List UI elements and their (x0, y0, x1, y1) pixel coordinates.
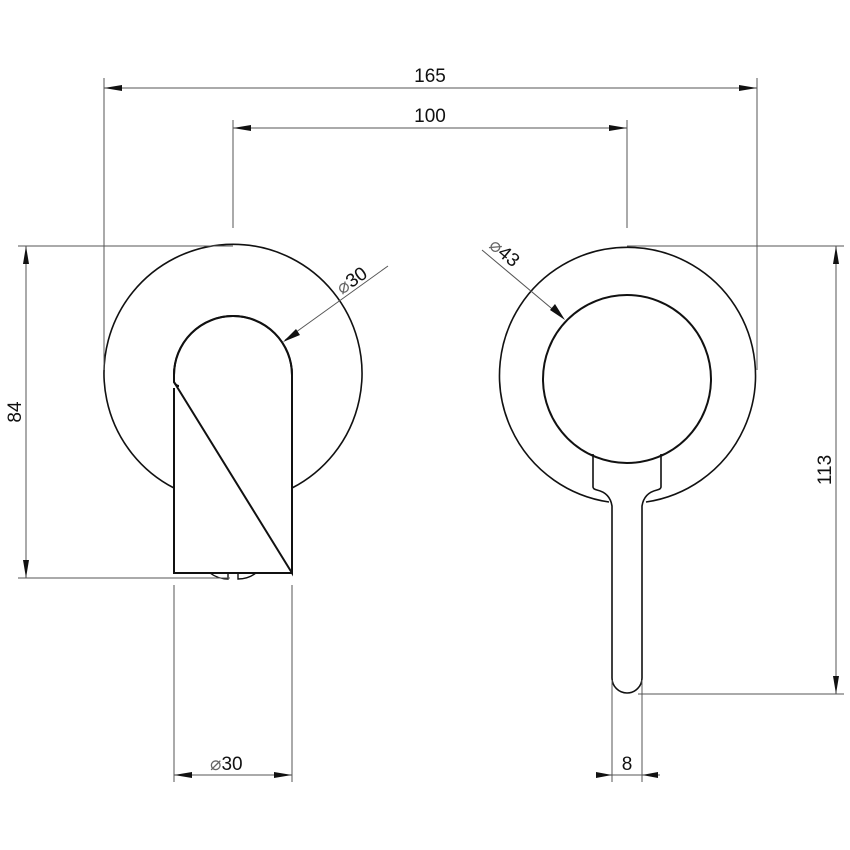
spout-body-outline (173, 315, 293, 574)
dimension-label-100: 100 (414, 106, 446, 127)
mixer-lever (592, 454, 662, 694)
dimension-label-diameter-43: ⌀43 (485, 235, 523, 272)
spout-wall-plate (103, 243, 363, 489)
dimension-mixer-overall-height: 113 (627, 245, 844, 695)
mixer-handle-hub (542, 294, 712, 464)
dimension-spout-plate-height: 84 (5, 245, 233, 579)
mixer-wall-plate (498, 246, 757, 503)
dimension-label-165: 165 (414, 66, 446, 87)
dimension-label-diameter-30-top: ⌀30 (333, 263, 372, 299)
dimension-overall-width: 165 (103, 66, 758, 370)
dimension-spout-diameter-top: ⌀30 (283, 263, 389, 342)
dimension-mixer-handle-diameter: ⌀43 (481, 235, 565, 320)
dimension-label-84: 84 (5, 401, 26, 423)
dimension-lever-width: 8 (596, 680, 660, 782)
dimension-label-diameter-30-bottom: ⌀30 (210, 754, 243, 775)
spout-body (173, 315, 293, 577)
dimension-centers-distance: 100 (232, 106, 628, 228)
dimension-label-113: 113 (815, 455, 836, 485)
mixer-view (498, 246, 757, 694)
dimension-spout-diameter-bottom: ⌀30 (173, 585, 293, 782)
dimension-label-8: 8 (622, 754, 633, 775)
spout-view (103, 243, 363, 580)
